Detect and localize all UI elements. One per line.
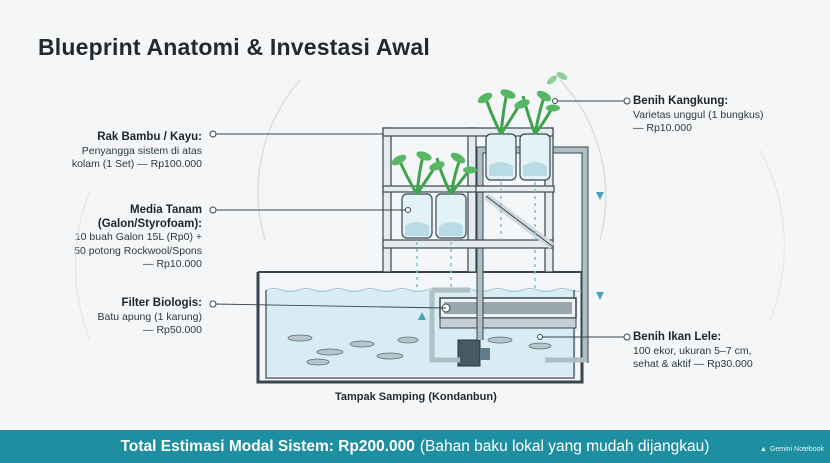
- footer-note: (Bahan baku lokal yang mudah dijangkau): [419, 437, 710, 455]
- label-media-heading-1: Media Tanam: [130, 204, 202, 216]
- label-ikan-line-1: 100 ekor, ukuran 5–7 cm,: [633, 344, 752, 357]
- water-pump: [457, 339, 490, 367]
- bg-cycle-arc-right: [559, 79, 607, 241]
- bg-cycle-arc-far-left: [74, 189, 91, 341]
- leader-dots: [209, 97, 631, 341]
- label-benih-kangkung: Benih Kangkung: Varietas unggul (1 bungk…: [633, 95, 803, 136]
- label-filter-heading: Filter Biologis:: [121, 297, 203, 309]
- label-kangkung-line-2: — Rp10.000: [633, 122, 692, 134]
- bg-cycle-arc-far-right: [759, 149, 785, 321]
- fish: [376, 352, 404, 360]
- fish: [397, 336, 419, 344]
- footer-total: Total Estimasi Modal Sistem: Rp200.000: [120, 437, 415, 455]
- label-rak-bambu: Rak Bambu / Kayu: Penyangga sistem di at…: [60, 131, 202, 172]
- seed-leaves-icon: [547, 72, 568, 85]
- label-media-tanam: Media Tanam (Galon/Styrofoam): 10 buah G…: [40, 204, 202, 272]
- diagram-caption: Tampak Samping (Kondanbun): [335, 391, 497, 403]
- gallon-planters-upper: [477, 72, 568, 181]
- label-media-line-3: — Rp10.000: [143, 258, 202, 270]
- bamboo-rack: [382, 127, 555, 273]
- notebook-icon: ▲: [759, 446, 767, 453]
- label-benih-ikan: Benih Ikan Lele: 100 ekor, ukuran 5–7 cm…: [633, 331, 803, 372]
- fish: [487, 336, 513, 344]
- fish: [316, 348, 344, 356]
- label-filter-line-1: Batu apung (1 karung): [97, 310, 203, 323]
- bg-cycle-arc-left: [257, 79, 301, 241]
- biofilter: [439, 297, 577, 329]
- label-media-line-1: 10 buah Galon 15L (Rp0) +: [74, 231, 202, 243]
- pipes: [429, 147, 588, 363]
- label-media-heading-2: (Galon/Styrofoam):: [97, 217, 202, 230]
- watermark-text: Gemini Notebook: [769, 446, 824, 453]
- label-ikan-heading: Benih Ikan Lele:: [633, 331, 722, 343]
- label-rak-line-2: kolam (1 Set) — Rp100.000: [71, 158, 202, 170]
- flow-arrows: [418, 192, 604, 320]
- label-kangkung-line-1: Varietas unggul (1 bungkus): [633, 108, 764, 121]
- gallon-planters-lower: [391, 151, 477, 239]
- label-rak-line-1: Penyangga sistem di atas: [81, 144, 202, 157]
- fish: [528, 342, 552, 350]
- label-media-line-2: 50 potong Rockwool/Spons: [74, 244, 202, 257]
- fish: [287, 334, 313, 342]
- label-filter-line-2: — Rp50.000: [143, 324, 202, 336]
- aquaponics-diagram: [74, 72, 785, 384]
- page-title: Blueprint Anatomi & Investasi Awal: [38, 34, 430, 60]
- watermark: ▲ Gemini Notebook: [760, 446, 824, 453]
- water-drips: [416, 182, 536, 288]
- label-rak-heading: Rak Bambu / Kayu:: [97, 131, 202, 143]
- label-kangkung-heading: Benih Kangkung:: [633, 95, 729, 107]
- fish: [349, 340, 375, 348]
- label-filter-biologis: Filter Biologis: Batu apung (1 karung) —…: [60, 297, 203, 338]
- fish: [306, 358, 330, 366]
- footer-banner: Total Estimasi Modal Sistem: Rp200.000 (…: [0, 430, 830, 463]
- leader-lines: [212, 100, 627, 338]
- label-ikan-line-2: sehat & aktif — Rp30.000: [633, 358, 753, 370]
